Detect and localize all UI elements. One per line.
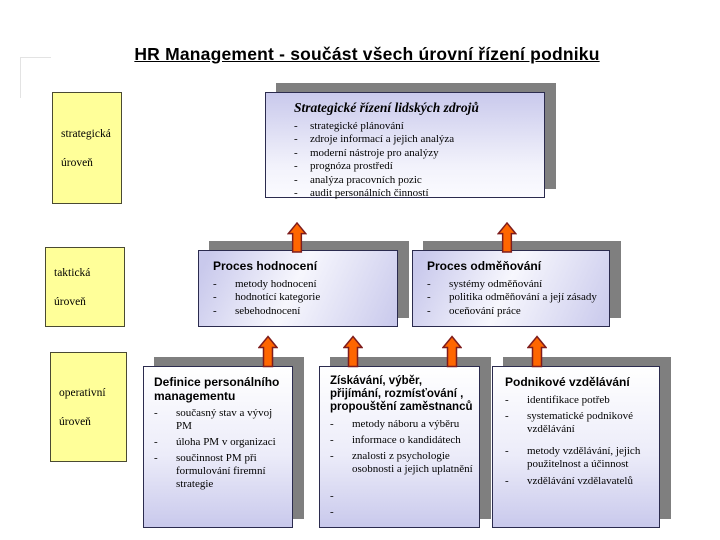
box-title: Strategické řízení lidských zdrojů: [294, 100, 479, 115]
list-item: politika odměňování a její zásady: [427, 291, 603, 304]
box-title: Podnikové vzdělávání: [505, 375, 630, 389]
list-item: zdroje informací a jejich analýza: [294, 133, 536, 146]
list-item: hodnotící kategorie: [213, 291, 391, 304]
page-title: HR Management - součást všech úrovní říz…: [134, 44, 600, 64]
level-label-line2: úroveň: [54, 295, 86, 308]
list-item: metody náboru a výběru: [330, 418, 475, 431]
box-ziskavani-zamestnancu: Získávání, výběr, přijímání, rozmísťován…: [319, 366, 480, 528]
up-arrow-icon: [497, 222, 517, 253]
list-item: audit personálních činností: [294, 187, 536, 200]
list-item: součinnost PM při formulování firemní st…: [154, 452, 288, 491]
level-box-tactical: taktická úroveň: [45, 247, 125, 327]
bullet-list: systémy odměňování politika odměňování a…: [427, 278, 603, 318]
bullet-list: současný stav a vývoj PM úloha PM v orga…: [154, 407, 288, 491]
box-title: Získávání, výběr, přijímání, rozmísťován…: [330, 375, 473, 413]
level-label-line1: strategická: [61, 127, 111, 140]
box-title: Proces hodnocení: [213, 259, 318, 273]
list-item: moderní nástroje pro analýzy: [294, 147, 536, 160]
list-item: současný stav a vývoj PM: [154, 407, 288, 433]
bullet-list: identifikace potřeb systematické podniko…: [505, 394, 655, 488]
level-label-line1: operativní: [59, 386, 106, 399]
list-item: sebehodnocení: [213, 305, 391, 318]
up-arrow-icon: [527, 334, 547, 369]
list-item-empty: [330, 506, 475, 519]
box-podnikove-vzdelavani: Podnikové vzdělávání identifikace potřeb…: [492, 366, 660, 528]
list-item: identifikace potřeb: [505, 394, 655, 407]
slide-corner-artifact: [20, 57, 51, 98]
up-arrow-icon: [287, 222, 307, 253]
list-item-empty: [330, 490, 475, 503]
bullet-list: strategické plánování zdroje informací a…: [294, 120, 536, 200]
box-title: Definice personálního managementu: [154, 375, 280, 403]
level-label-line2: úroveň: [61, 156, 93, 169]
level-box-strategic: strategická úroveň: [52, 92, 122, 204]
list-item: úloha PM v organizaci: [154, 436, 288, 449]
list-item: metody vzdělávání, jejich použitelnost a…: [505, 445, 655, 471]
box-title: Proces odměňování: [427, 259, 542, 273]
up-arrow-icon: [258, 334, 278, 369]
box-proces-odmenovani: Proces odměňování systémy odměňování pol…: [412, 250, 610, 327]
list-item: analýza pracovních pozic: [294, 174, 536, 187]
box-proces-hodnoceni: Proces hodnocení metody hodnocení hodnot…: [198, 250, 398, 327]
box-strategic-hr: Strategické řízení lidských zdrojů strat…: [265, 92, 545, 200]
level-label-line2: úroveň: [59, 415, 91, 428]
list-item: systematické podnikové vzdělávání: [505, 410, 655, 436]
list-item: informace o kandidátech: [330, 434, 475, 447]
list-item: znalosti z psychologie osobnosti a jejic…: [330, 450, 475, 476]
up-arrow-icon: [442, 334, 462, 369]
box-definice-pm: Definice personálního managementu součas…: [143, 366, 293, 528]
level-label-line1: taktická: [54, 266, 91, 279]
up-arrow-icon: [343, 334, 363, 369]
list-item: vzdělávání vzdělavatelů: [505, 475, 655, 488]
list-item: strategické plánování: [294, 120, 536, 133]
list-item: prognóza prostředí: [294, 160, 536, 173]
bullet-list: metody hodnocení hodnotící kategorie seb…: [213, 278, 391, 318]
list-item: systémy odměňování: [427, 278, 603, 291]
list-item: metody hodnocení: [213, 278, 391, 291]
bullet-list: metody náboru a výběru informace o kandi…: [330, 418, 475, 519]
level-box-operative: operativní úroveň: [50, 352, 127, 462]
list-item: oceňování práce: [427, 305, 603, 318]
